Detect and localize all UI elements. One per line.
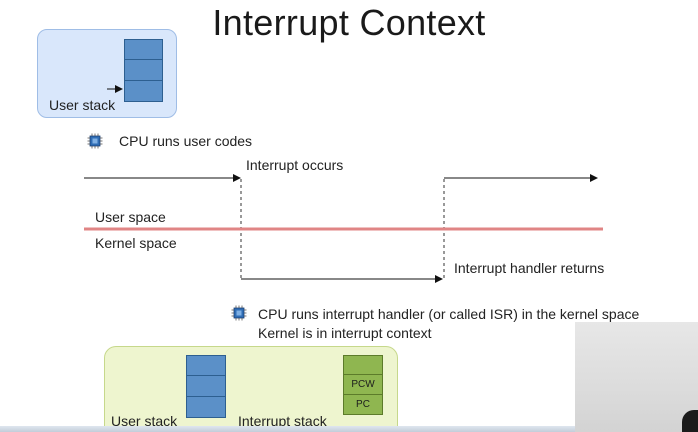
stack-cell — [124, 81, 163, 102]
stack-cell — [186, 355, 226, 376]
interrupt-stack-label: Interrupt stack — [238, 413, 327, 429]
stack-cell — [124, 60, 163, 81]
stack-cell — [186, 397, 226, 418]
cpu-chip-icon — [87, 133, 103, 149]
stack-cell — [124, 39, 163, 60]
interrupt-stack-cell — [343, 355, 383, 375]
presenter-video-overlay — [575, 322, 698, 432]
interrupt-stack-cell-pc: PC — [343, 395, 383, 415]
cpu-chip-icon — [231, 305, 247, 321]
video-progress-strip — [0, 426, 575, 432]
isr-description-line1: CPU runs interrupt handler (or called IS… — [258, 306, 640, 322]
user-space-label: User space — [95, 209, 166, 225]
interrupt-stack: PCW PC — [343, 355, 383, 415]
slide-title: Interrupt Context — [212, 2, 486, 43]
interrupt-occurs-label: Interrupt occurs — [246, 157, 344, 173]
isr-description-line2: Kernel is in interrupt context — [258, 325, 432, 341]
kernel-space-label: Kernel space — [95, 235, 177, 251]
user-stack-bottom — [186, 355, 226, 418]
interrupt-stack-cell-pcw: PCW — [343, 375, 383, 395]
user-stack-label-top: User stack — [49, 97, 116, 113]
user-stack-label-bottom: User stack — [111, 413, 178, 429]
cpu-runs-user-codes: CPU runs user codes — [119, 133, 253, 149]
presenter-silhouette — [682, 410, 698, 432]
handler-returns-label: Interrupt handler returns — [454, 260, 605, 276]
user-stack-top — [124, 39, 163, 102]
stack-cell — [186, 376, 226, 397]
